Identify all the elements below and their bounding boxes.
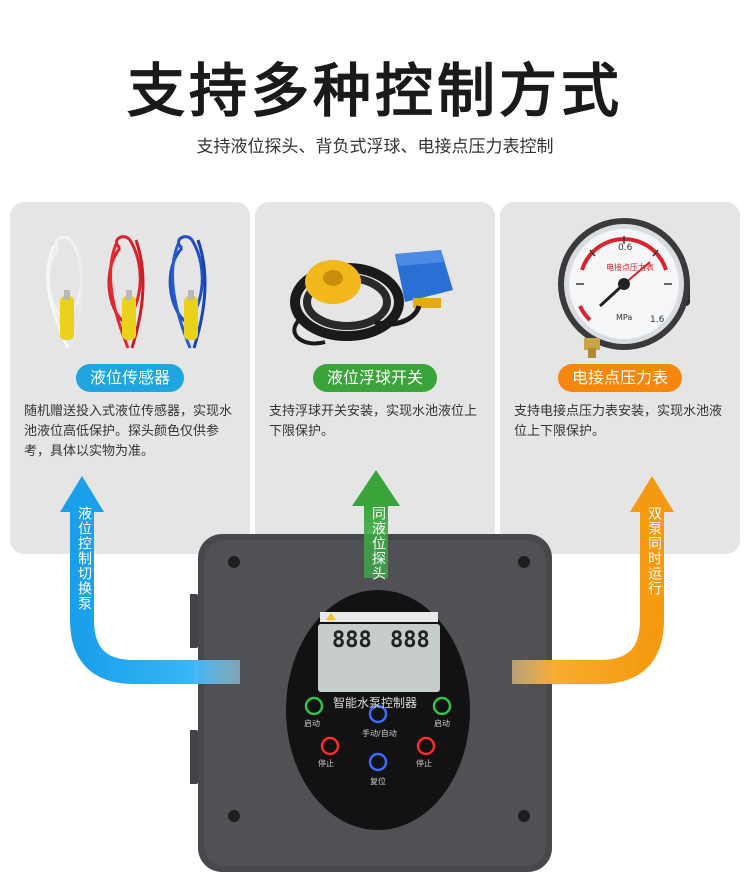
card-pressure-gauge-description: 支持电接点压力表安装，实现水池液位上下限保护。 [514, 404, 723, 439]
start-2-label: 启动 [434, 719, 450, 728]
stop-2-label: 停止 [416, 759, 432, 768]
badge-level-sensor: 液位传感器 [75, 364, 185, 392]
card-float-switch-description: 支持浮球开关安装，实现水池液位上下限保护。 [269, 404, 478, 439]
arrow-label-dual-pump: 双泵同时运行 [646, 506, 662, 596]
start-1-label: 启动 [304, 719, 320, 728]
page-title: 支持多种控制方式 [126, 57, 623, 125]
badge-pressure-gauge: 电接点压力表 [557, 364, 683, 392]
card-pressure-gauge: 0.6 1.6 电接点压力表 MPa 电接点压力表 支持电接点压力表安装，实现水… [500, 202, 740, 554]
reset-label: 复位 [370, 777, 386, 786]
mode-label: 手动/自动 [362, 729, 397, 738]
float-switch-image [290, 250, 453, 346]
level-sensor-wires-image [46, 235, 207, 349]
controller-body [188, 534, 552, 872]
stop-1-label: 停止 [318, 759, 334, 768]
pressure-gauge-image: 0.6 1.6 电接点压力表 MPa [558, 218, 690, 358]
gauge-tick-0-6: 0.6 [618, 243, 633, 253]
arrow-label-switch-pump: 液位控制切换泵 [76, 506, 92, 611]
controller-name: 智能水泵控制器 [332, 696, 417, 710]
lcd-display-right: 888 [390, 628, 430, 653]
gauge-unit: MPa [616, 313, 632, 322]
card-float-switch: 液位浮球开关 支持浮球开关安装，实现水池液位上下限保护。 [255, 202, 495, 554]
badge-float-switch: 液位浮球开关 [312, 364, 438, 392]
card-level-sensor: 液位传感器 随机赠送投入式液位传感器，实现水池液位高低保护。探头颜色仅供参考，具… [10, 202, 250, 554]
page-subtitle: 支持液位探头、背负式浮球、电接点压力表控制 [196, 137, 554, 157]
gauge-tick-1-6: 1.6 [650, 315, 665, 325]
gauge-brand: 电接点压力表 [606, 262, 654, 272]
arrow-label-same-probe: 同液位探头 [370, 506, 386, 581]
lcd-display-left: 888 [332, 628, 372, 653]
card-level-sensor-description: 随机赠送投入式液位传感器，实现水池液位高低保护。探头颜色仅供参考，具体以实物为准… [24, 404, 233, 459]
pump-controller-device: 888 888 智能水泵控制器 启动 启动 手动/自动 停止 停止 复位 [188, 534, 560, 872]
